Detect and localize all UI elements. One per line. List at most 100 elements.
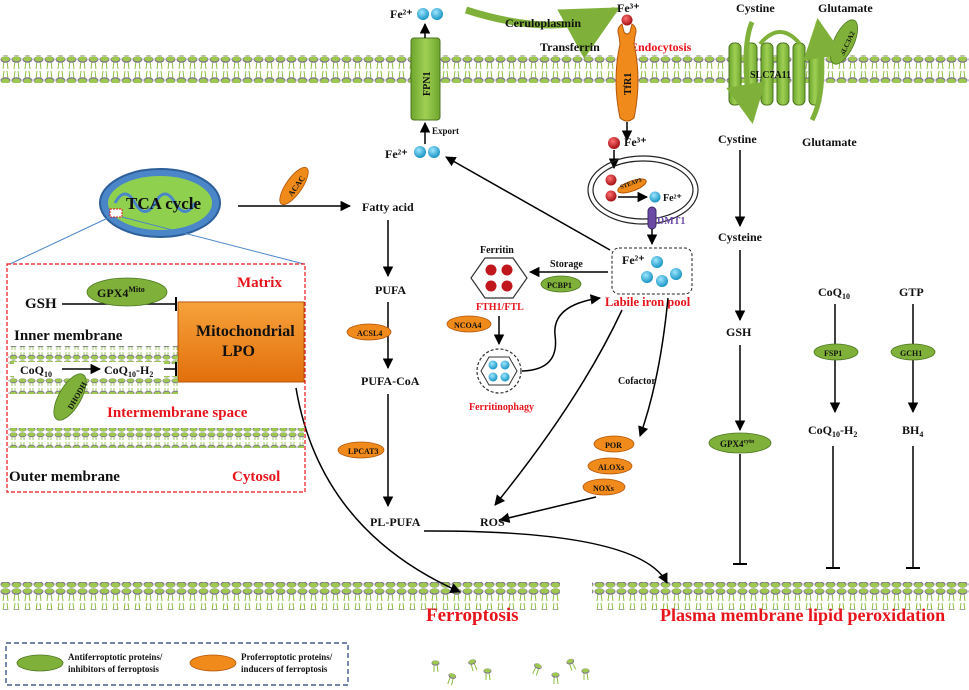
- gpx4-mito-label: GPX4Mito: [97, 285, 145, 300]
- fe2-endo-label: Fe²⁺: [663, 193, 682, 204]
- fsp1-protein: [813, 343, 859, 361]
- outer-membrane: [8, 428, 304, 448]
- gpx4-label: GPX4cyto: [720, 439, 754, 449]
- pufa-label: PUFA: [375, 283, 406, 297]
- pl-pufa-label: PL-PUFA: [370, 515, 421, 529]
- gch1-label: GCH1: [900, 349, 922, 358]
- acsl4-label: ACSL4: [357, 329, 382, 338]
- labile-iron-pool-box: [611, 247, 693, 295]
- fe2-ion: [414, 146, 426, 158]
- dmt1-transporter: [647, 206, 657, 230]
- inner-membrane-lower: [8, 376, 178, 394]
- legend-pro-swatch: [189, 654, 237, 672]
- ceruloplasmin-label: Ceruloplasmin: [505, 16, 581, 30]
- lpcat3-enzyme: [337, 441, 385, 459]
- cofactor-label: Cofactor: [618, 376, 656, 387]
- mitochondrion-inner: [108, 176, 212, 230]
- bh4-label: BH4: [902, 423, 923, 439]
- legend-anti-swatch: [16, 654, 64, 672]
- plasma-lpo-label: Plasma membrane lipid peroxidation: [660, 605, 945, 625]
- ferritinophagy-label: Ferritinophagy: [469, 402, 534, 413]
- fe3-ion: [608, 137, 620, 149]
- fe3-endo-label: Fe³⁺: [624, 135, 647, 149]
- legend-anti-line2: inhibitors of ferroptosis: [68, 664, 159, 674]
- glutamate-export-arrow: [803, 18, 844, 122]
- cystine-out-label: Cystine: [736, 1, 775, 15]
- fe2-ion: [670, 268, 682, 280]
- intermembrane-label: Intermembrane space: [107, 405, 248, 421]
- ferritin-label: Ferritin: [480, 245, 514, 256]
- ferritinophagy-iron: [488, 360, 498, 370]
- mito-inset-box: [6, 263, 306, 493]
- cystine-import-arrow: [726, 21, 766, 124]
- endosome-inner: [592, 160, 694, 220]
- cytosol-label: Cytosol: [232, 469, 280, 485]
- legend-anti-line1: Antiferroptotic proteins/: [68, 652, 163, 662]
- cystine-in-label: Cystine: [718, 132, 757, 146]
- lpcat3-label: LPCAT3: [348, 447, 379, 456]
- zoom-line-left: [9, 216, 111, 265]
- aloxs-label: ALOXs: [598, 463, 624, 472]
- steap3-enzyme: [617, 178, 647, 194]
- fe2-ion: [656, 275, 668, 287]
- dmt1-label: DMT1: [657, 216, 685, 227]
- fsp1-coq10: CoQ10: [818, 285, 850, 301]
- inner-membrane: [8, 346, 178, 364]
- ferritinophagy-iron: [500, 372, 510, 382]
- legend-box: [5, 642, 349, 686]
- noxs-label: NOXs: [593, 484, 614, 493]
- endocytosis-label: Endocytosis: [630, 40, 692, 54]
- cristae: [113, 192, 197, 213]
- ferritin-iron: [501, 264, 513, 276]
- glutamate-out-label: Glutamate: [818, 1, 873, 15]
- pcbp1-protein: [540, 275, 582, 293]
- fsp1-coq10h2: CoQ10-H2: [808, 423, 857, 439]
- slc7a11-label: SLC7A11: [750, 70, 791, 81]
- fsp1-label: FSP1: [824, 349, 842, 358]
- mito-lpo-line2: LPO: [222, 343, 255, 360]
- outer-membrane-label: Outer membrane: [9, 469, 120, 485]
- fe2-export-label: Fe²⁺: [385, 147, 408, 161]
- plasma-membrane-bottom-left: [0, 582, 560, 610]
- fe2-ion: [417, 8, 429, 20]
- fe2-top-label: Fe²⁺: [390, 7, 413, 21]
- gch1-protein: [890, 343, 936, 361]
- ferritinophagy-iron: [500, 360, 510, 370]
- gsh-label: GSH: [726, 325, 752, 339]
- storage-label: Storage: [550, 259, 583, 270]
- legend-pro-line1: Proferroptotic proteins/: [241, 652, 333, 662]
- gtp-label: GTP: [899, 285, 924, 299]
- mito-lpo-box: [177, 301, 305, 383]
- legend-pro-line2: inducers of ferroptosis: [241, 664, 328, 674]
- fe2-pool-label: Fe²⁺: [622, 253, 645, 267]
- gpx4-protein: [708, 432, 772, 454]
- ceruloplasmin-arrow: [464, 6, 620, 59]
- acac-enzyme: [279, 167, 309, 205]
- fe2-ion: [641, 271, 653, 283]
- mito-coq10h2: CoQ10-H2: [104, 363, 153, 379]
- lip-to-ros-arrow: [494, 309, 623, 506]
- tfr1-receptor: [615, 23, 639, 122]
- ncoa4-protein: [446, 315, 492, 333]
- gpx4-mito-protein: [86, 277, 168, 307]
- tfr1-label: TfR1: [623, 73, 634, 95]
- ros-label: ROS: [480, 515, 505, 529]
- mito-lpo-line1: Mitochondrial: [196, 323, 295, 340]
- labile-iron-pool-label: Labile iron pool: [605, 295, 691, 309]
- noxs-enzyme: [582, 478, 626, 496]
- mito-gsh-label: GSH: [25, 296, 57, 312]
- endosome-outer: [587, 155, 699, 225]
- ferritin-shell: [470, 257, 528, 299]
- lipid-fragments: [431, 658, 590, 686]
- zoom-region: [109, 208, 123, 218]
- fe2-ion: [651, 256, 663, 268]
- fe3-top-label: Fe³⁺: [617, 1, 640, 15]
- fe2-ion: [649, 191, 661, 203]
- fpn1-label: FPN1: [422, 72, 433, 96]
- fe3-ion: [605, 190, 617, 202]
- autophagosome: [476, 348, 522, 394]
- fe3-ion: [605, 174, 617, 186]
- fe3-ion: [621, 14, 633, 26]
